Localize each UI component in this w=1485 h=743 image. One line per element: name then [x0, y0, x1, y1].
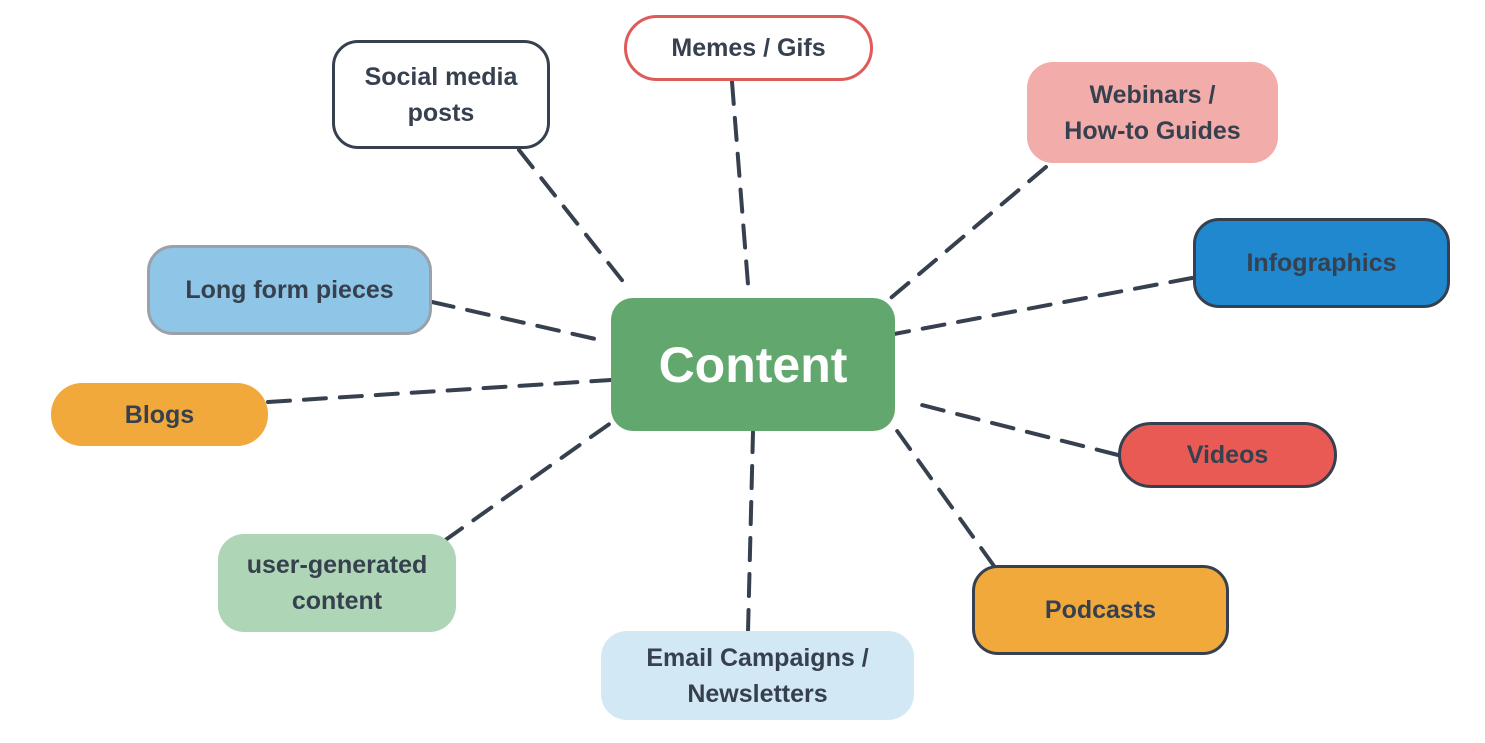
node-memes-gifs: Memes / Gifs [624, 15, 873, 81]
node-label-line: Memes / Gifs [671, 34, 826, 62]
node-label-line: posts [407, 98, 475, 127]
center-node-content: Content [611, 298, 895, 431]
node-label-line: Email Campaigns / [646, 643, 869, 672]
center-node-label: Content [658, 336, 848, 393]
node-user-generated-content: user-generated content [218, 534, 456, 632]
node-email-campaigns: Email Campaigns / Newsletters [601, 631, 914, 720]
node-podcasts: Podcasts [972, 565, 1229, 655]
connector-infographics [892, 276, 1194, 336]
node-label-line: user-generated [246, 551, 428, 579]
node-label-line: content [291, 587, 383, 615]
node-blogs: Blogs [51, 383, 268, 446]
node-videos: Videos [1118, 422, 1337, 488]
node-label-line: How-to Guides [1064, 116, 1241, 145]
connector-email [746, 430, 755, 634]
connector-podcasts [893, 426, 996, 568]
node-infographics: Infographics [1193, 218, 1450, 308]
connector-social [517, 148, 627, 286]
node-social-media-posts: Social media posts [332, 40, 550, 149]
connector-webinars [884, 165, 1048, 304]
node-label-line: Social media [364, 62, 518, 91]
node-label-line: Newsletters [687, 679, 828, 708]
connector-memes [730, 80, 751, 299]
connector-longform [430, 300, 602, 342]
connector-ugc [442, 418, 617, 543]
node-long-form-pieces: Long form pieces [147, 245, 432, 335]
node-label-line: Infographics [1246, 249, 1397, 277]
node-label-line: Podcasts [1044, 596, 1157, 624]
connector-videos [908, 400, 1120, 457]
node-label-line: Videos [1186, 441, 1269, 469]
connector-blogs [266, 378, 613, 404]
node-label-line: Webinars / [1089, 80, 1216, 109]
node-label-line: Long form pieces [185, 276, 394, 304]
node-label-line: Blogs [124, 400, 195, 429]
node-webinars-guides: Webinars / How-to Guides [1027, 62, 1278, 163]
